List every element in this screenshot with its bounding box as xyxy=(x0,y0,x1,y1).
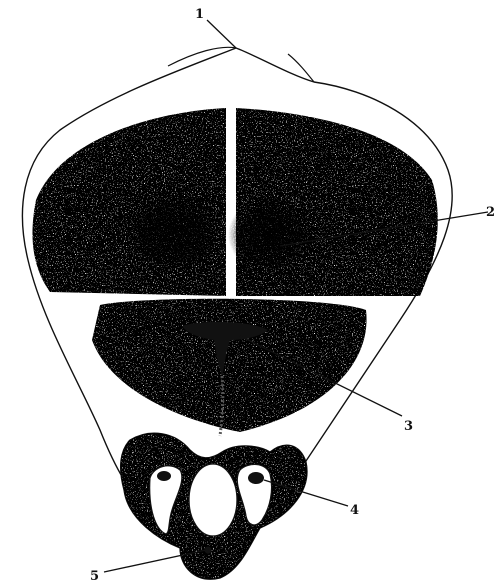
right-horn-nucleus xyxy=(248,472,264,484)
label-4: 4 xyxy=(350,503,359,518)
left-horn-nucleus xyxy=(157,471,171,481)
central-canal xyxy=(189,464,237,536)
label-3: 3 xyxy=(404,419,413,434)
label-2: 2 xyxy=(486,205,495,220)
label-1: 1 xyxy=(195,7,204,22)
leader-line-1 xyxy=(207,20,236,48)
label-5: 5 xyxy=(90,569,99,584)
